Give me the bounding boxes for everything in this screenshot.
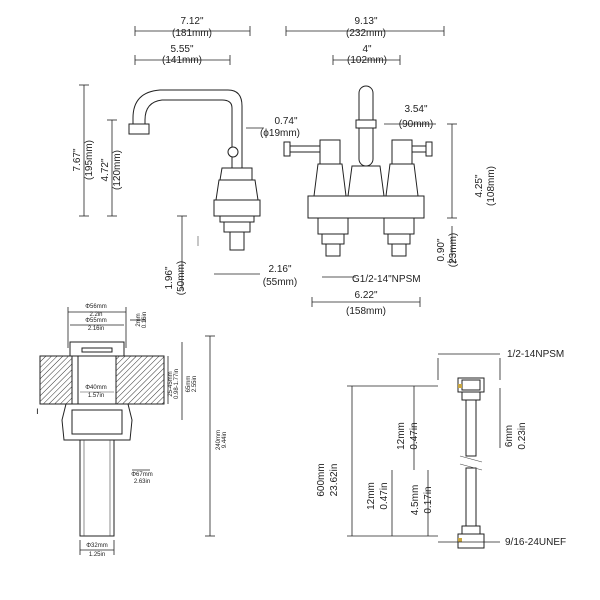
hose-length-imp: 23.62in (329, 464, 340, 497)
dim-d40-imp: 1.57in (88, 393, 104, 399)
dim-h2-imp: 0.16in (142, 312, 148, 328)
spout-base (215, 179, 259, 201)
dim-tailpiece-imp: 0.90" (436, 238, 447, 261)
dim-total-height-met: (195mm) (84, 140, 95, 180)
dim-spout-dia-met: (ϕ19mm) (260, 128, 300, 139)
dim-center-imp: 4" (362, 44, 372, 55)
dim-h65-imp: 2.55in (192, 376, 198, 392)
dim-handle-spread-imp: 3.54" (404, 104, 427, 115)
dim-h65-met: 65mm (186, 376, 192, 393)
hose-dia-met: 6mm (504, 425, 515, 447)
dim-base-spread-imp: 6.22" (354, 290, 377, 301)
dim-spout-height-met: (120mm) (112, 150, 123, 190)
dim-handle-spread-met: (90mm) (399, 119, 433, 130)
dim-spout-reach-met: (141mm) (162, 55, 202, 66)
dim-total-height-imp: 7.67" (72, 148, 83, 171)
countertop-right (113, 355, 165, 405)
dim-spout-reach-imp: 5.55" (170, 44, 193, 55)
hose-bottom-thread: 9/16-24UNEF (505, 537, 566, 548)
spout-aerator (128, 123, 150, 135)
spout-knob (227, 146, 239, 158)
dim-shank-imp: 1.96" (164, 266, 175, 289)
dim-shank-met: (50mm) (176, 261, 187, 295)
dim-handle-height-met: (108mm) (486, 166, 497, 206)
dim-overall-width-met: (232mm) (346, 28, 386, 39)
dim-h240-met: 240mm (216, 430, 222, 450)
hose-tip-met: 4.5mm (410, 485, 421, 516)
dim-d67-met: Φ67mm (131, 472, 152, 478)
hose-nut-top-met: 12mm (396, 422, 407, 450)
dim-d56-imp: 2.2in (89, 312, 102, 318)
drain-tick: ı (36, 406, 39, 417)
hose-dia-imp: 0.23in (517, 422, 528, 449)
hose-length-met: 600mm (316, 463, 327, 496)
dim-h2-met: 2mm (136, 313, 142, 326)
left-valve-body (313, 163, 347, 197)
dim-d56-met: Φ56mm (85, 304, 106, 310)
dim-overall-reach-imp: 7.12" (180, 16, 203, 27)
dim-base-width-met: (55mm) (263, 277, 297, 288)
dim-spout-height-imp: 4.72" (100, 158, 111, 181)
supply-hose-view: 1/2-14NPSM 9/16-24UNEF 600mm 23.62in 12m… (316, 349, 566, 549)
dim-d55-met: Φ55mm (85, 318, 106, 324)
dim-tailpiece-met: (23mm) (448, 233, 459, 267)
dim-thick-met: 25-45mm (168, 371, 174, 396)
dim-h240-imp: 9.44in (222, 432, 228, 448)
dim-handle-height-imp: 4.25" (474, 174, 485, 197)
dim-overall-width-imp: 9.13" (354, 16, 377, 27)
dim-d32-met: Φ32mm (86, 543, 107, 549)
dim-base-spread-met: (158mm) (346, 306, 386, 317)
hose-nut-top-imp: 0.47in (409, 422, 420, 449)
dim-d32-imp: 1.25in (89, 552, 105, 558)
drain-tailpipe (79, 439, 115, 537)
hose-lower (465, 467, 477, 527)
dim-spout-dia-imp: 0.74" (274, 116, 297, 127)
hose-nut-bot-met: 12mm (366, 482, 377, 510)
drain-assembly-view: Φ56mm 2.2in Φ55mm 2.16in 2mm 0.16in Φ40m… (36, 304, 228, 558)
center-body (347, 165, 385, 197)
dim-center-met: (102mm) (347, 55, 387, 66)
dim-d55-imp: 2.16in (88, 326, 104, 332)
dim-base-width-imp: 2.16" (268, 264, 291, 275)
hose-top-thread: 1/2-14NPSM (507, 349, 564, 360)
hose-tip-imp: 0.17in (423, 486, 434, 513)
deck-plate (307, 195, 425, 219)
spout-side-view: 7.12" (181mm) 5.55" (141mm) 7.67" (195mm… (72, 16, 300, 295)
faucet-front-view: 9.13" (232mm) 4" (102mm) 3.54" ( (283, 16, 497, 317)
hose-upper (465, 399, 477, 457)
dim-thick-imp: 0.98-1.77in (174, 369, 180, 399)
right-valve-body (385, 163, 419, 197)
dim-d67-imp: 2.63in (134, 479, 150, 485)
countertop-left (39, 355, 73, 405)
dim-d40-met: Φ40mm (85, 385, 106, 391)
dim-thread-label: G1/2-14"NPSM (352, 274, 421, 285)
hose-nut-bot-imp: 0.47in (379, 482, 390, 509)
dim-overall-reach-met: (181mm) (172, 28, 212, 39)
